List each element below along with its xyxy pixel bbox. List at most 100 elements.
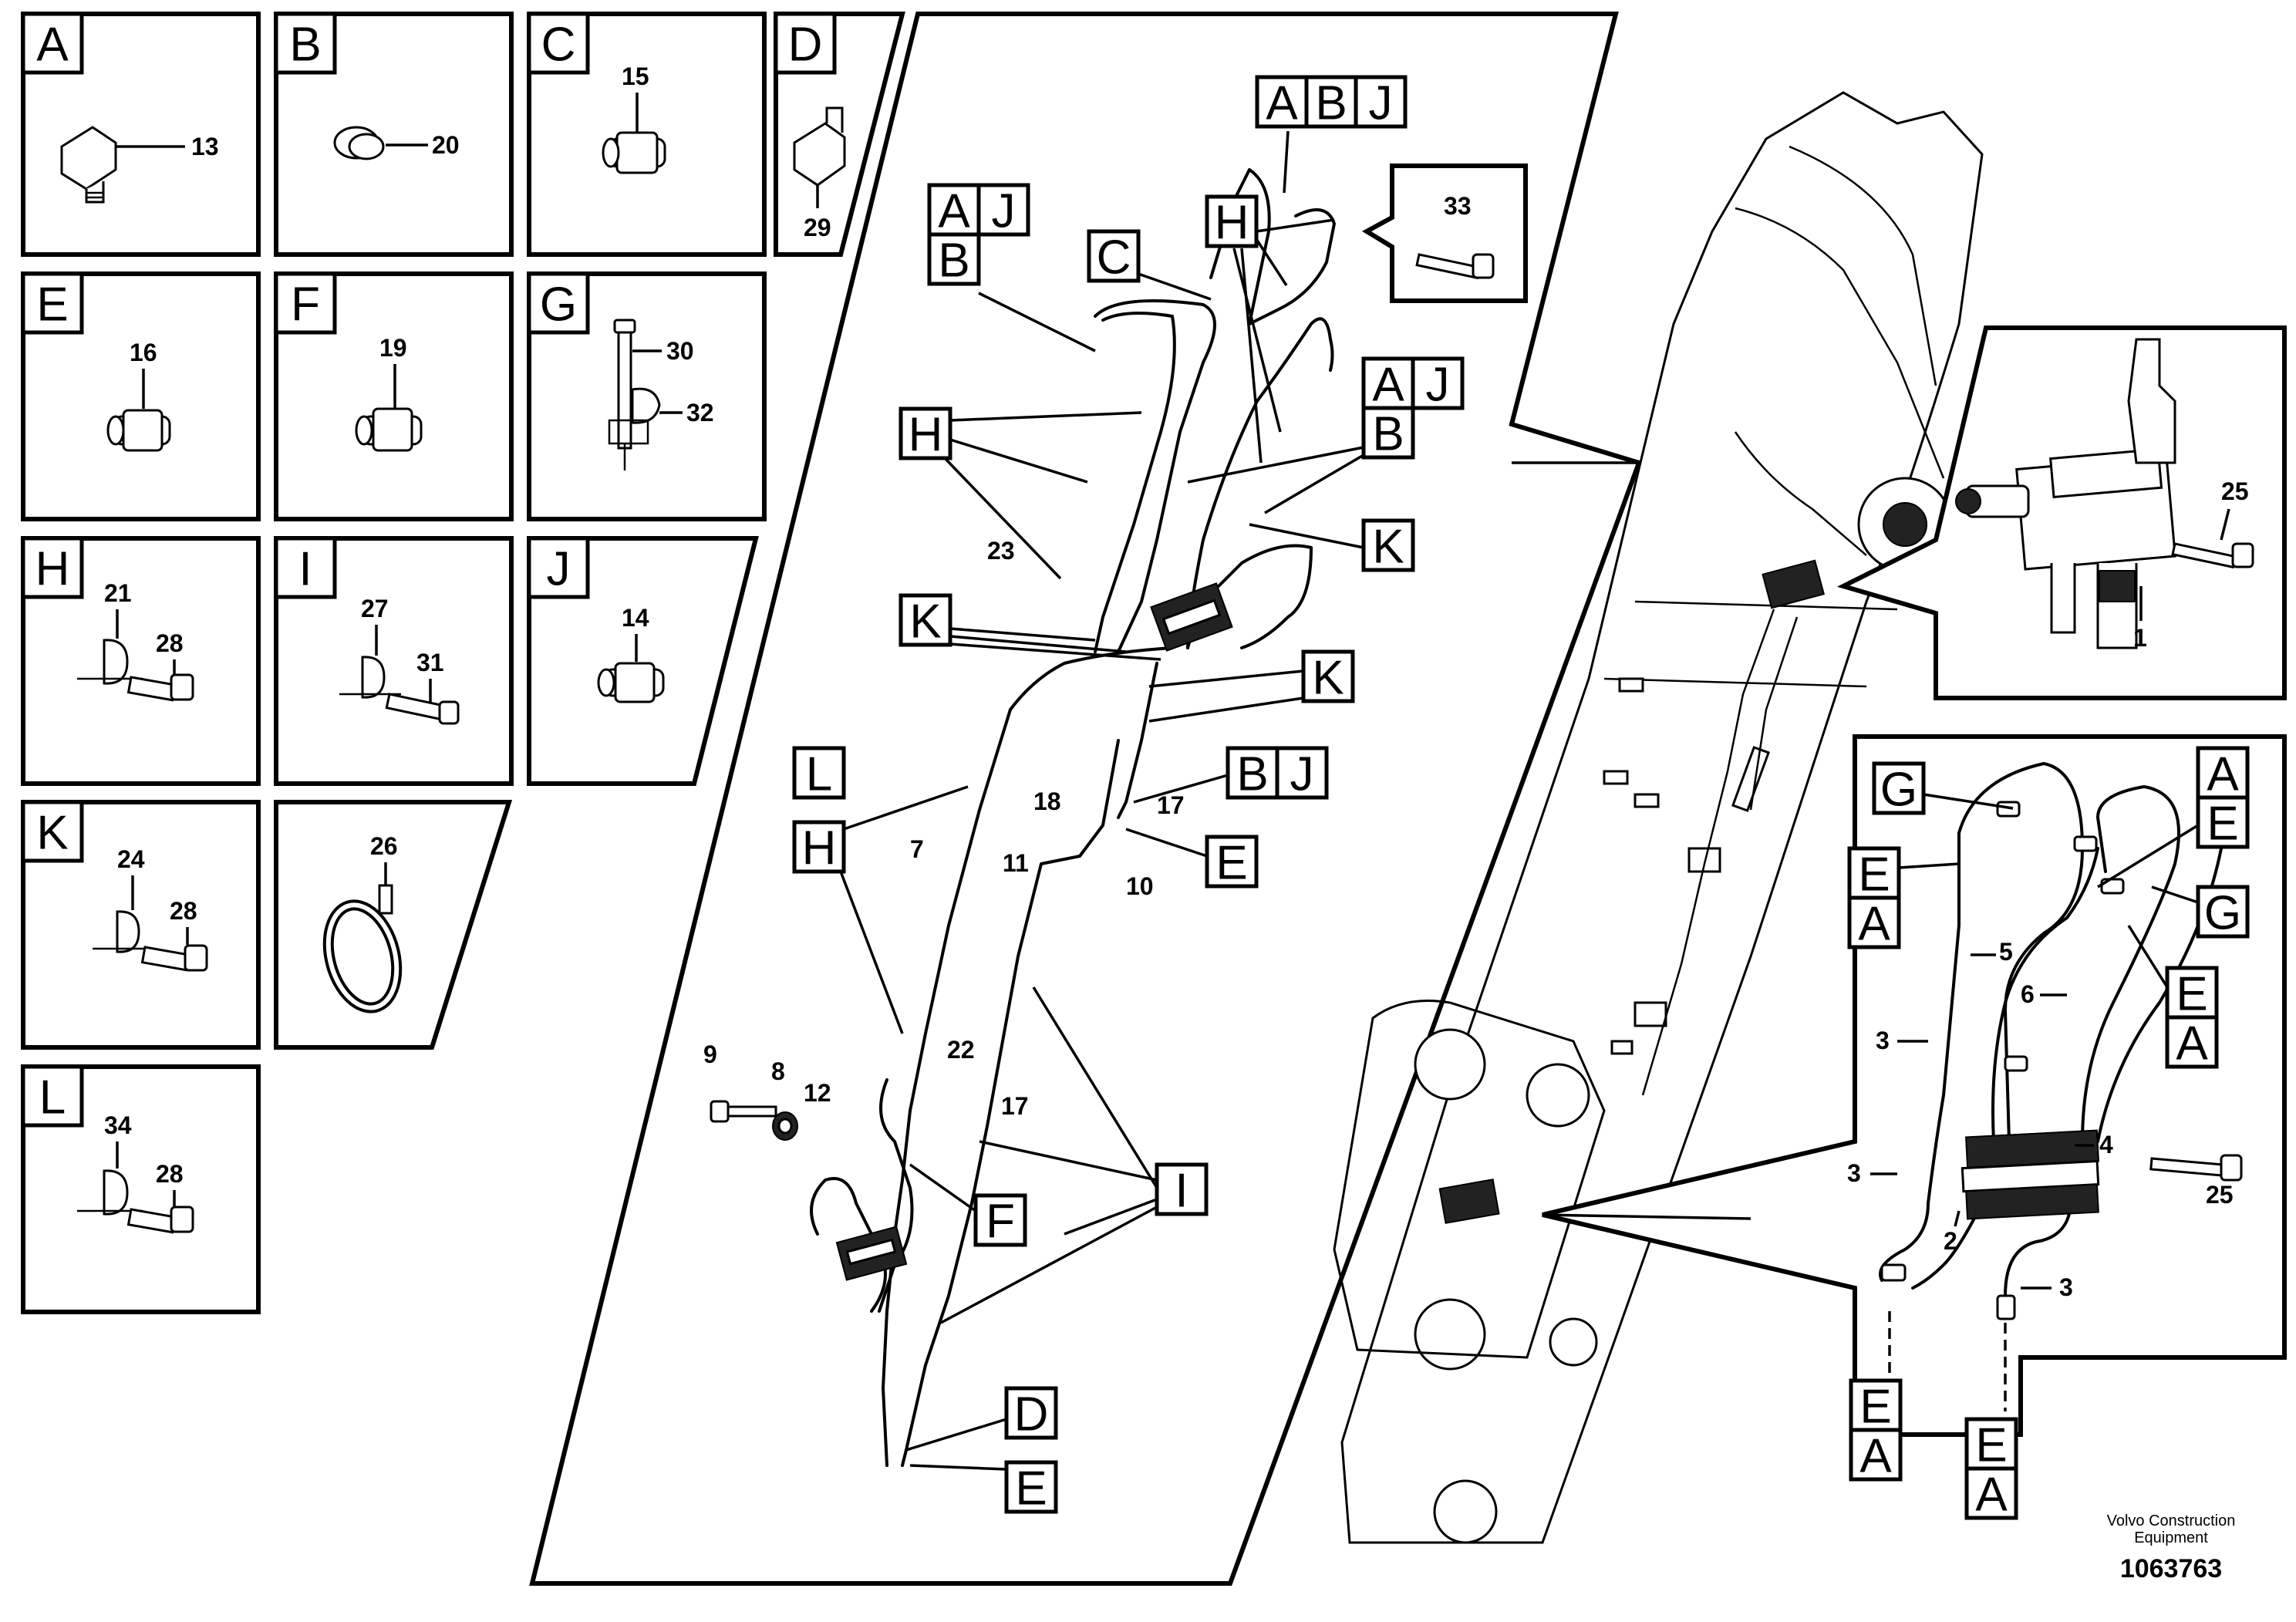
part-number-label: 10 — [1126, 872, 1154, 900]
panel-h: H 21 28 — [21, 536, 261, 786]
valve-assembly-icon — [1955, 338, 2176, 649]
part-number-label: 28 — [170, 897, 197, 925]
tag-e-low: E — [1004, 1460, 1058, 1516]
part-number-label: 31 — [416, 649, 444, 676]
part-number-label: 22 — [947, 1036, 975, 1064]
bolt-icon — [1415, 253, 1495, 280]
part-number-label: 30 — [666, 337, 694, 365]
tag-l: L — [792, 746, 846, 801]
callout-letter: B — [289, 19, 321, 72]
tag-a-left: A — [1847, 895, 1901, 951]
panel-b: B 20 — [274, 12, 514, 257]
tag-h-mid: H — [899, 406, 952, 462]
excavator-boom-icon — [1333, 91, 1984, 1544]
part-number-label: 13 — [191, 133, 219, 160]
callout-letter: A — [1266, 77, 1298, 130]
plug-icon — [333, 126, 385, 160]
part-number-label: 28 — [156, 1160, 184, 1188]
callout-letter: E — [1859, 1381, 1891, 1434]
callout-letter: J — [1369, 77, 1393, 130]
part-number-label: 11 — [1003, 849, 1029, 877]
clamp-with-bolt-icon — [77, 639, 194, 702]
panel-i: I 27 31 — [274, 536, 514, 786]
tag-h-top: H — [1205, 194, 1259, 250]
part-number-label: 28 — [156, 629, 184, 657]
callout-letter: J — [1426, 359, 1450, 412]
part-number-label: 12 — [804, 1079, 831, 1107]
callout-letter: B — [938, 234, 969, 288]
brand-line-2: Equipment — [2134, 1529, 2208, 1546]
callout-letter: L — [39, 1071, 66, 1125]
callout-letter: K — [36, 807, 68, 860]
part-number-label: 25 — [2221, 477, 2249, 505]
panel-l: L 34 28 — [21, 1064, 261, 1314]
tag-g-top: G — [1872, 761, 1926, 817]
union-fitting-icon — [355, 407, 423, 452]
part-number-label: 19 — [379, 334, 407, 362]
callout-letter: A — [1859, 1430, 1892, 1483]
callout-letter: E — [1015, 1462, 1047, 1516]
tag-k-right: K — [1361, 518, 1415, 574]
tag-i: I — [1155, 1162, 1209, 1218]
bolt-icon — [2171, 542, 2254, 569]
part-number-label: 20 — [432, 131, 460, 159]
part-number-label: 8 — [771, 1057, 785, 1085]
tag-ea-low-right: EA — [1964, 1417, 2018, 1522]
callout-letter: A — [2176, 1017, 2208, 1071]
union-fitting-icon — [602, 131, 666, 174]
part-number-label: 26 — [370, 832, 398, 860]
callout-letter: B — [1236, 748, 1268, 801]
brand-line-1: Volvo Construction — [2107, 1512, 2236, 1529]
panel-l-tag: L — [21, 1064, 84, 1128]
part-number-label: 23 — [987, 537, 1015, 565]
angle-fitting-icon — [793, 106, 846, 187]
panel-h-tag: H — [21, 536, 84, 599]
panel-k: K 24 28 — [21, 800, 261, 1050]
clamp-with-bolt-icon — [339, 656, 460, 725]
part-number-label: 17 — [1001, 1092, 1029, 1120]
valve-block-icon — [1150, 582, 1233, 652]
bolt-icon — [710, 1100, 777, 1123]
callout-letter: A — [1372, 359, 1404, 412]
callout-letter: F — [986, 1195, 1015, 1249]
part-number-label: 7 — [910, 835, 924, 863]
callout-letter: L — [806, 748, 832, 801]
panel-c-tag: C — [527, 12, 590, 75]
lower-valve-block-icon — [835, 1226, 908, 1281]
hoses-icon — [1879, 762, 2223, 1320]
panel-g-tag: G — [527, 271, 590, 335]
callout-letter: C — [541, 19, 576, 72]
callout-letter: B — [1372, 408, 1404, 461]
callout-letter: A — [1858, 898, 1890, 951]
part-number-label: 5 — [1999, 938, 2013, 966]
tag-c: C — [1087, 229, 1141, 285]
clamp-with-bolt-icon — [77, 1169, 194, 1234]
panel-e-tag: E — [21, 271, 84, 335]
callout-letter: H — [35, 543, 70, 596]
tag-h-low: H — [792, 820, 846, 875]
callout-letter: B — [1315, 77, 1347, 130]
part-number-label: 18 — [1033, 787, 1061, 815]
tag-k-mid: K — [1301, 649, 1355, 705]
angle-fitting-icon — [60, 126, 117, 204]
callout-letter: E — [36, 278, 68, 332]
callout-letter: J — [547, 543, 571, 596]
callout-letter: D — [1014, 1388, 1049, 1442]
part-number-label: 17 — [1157, 791, 1185, 819]
tag-b-mid: B — [1361, 406, 1415, 461]
panel-a: A 13 — [21, 12, 261, 257]
part-number-label: 14 — [622, 604, 649, 632]
tag-g-right: G — [2196, 885, 2250, 940]
hose-inset: G E A A E G E A 5 6 3 4 3 2 3 25 — [1542, 734, 2287, 1437]
callout-letter: J — [992, 185, 1016, 238]
part-number-label: 21 — [104, 579, 132, 607]
part-number-label: 1 — [2133, 624, 2147, 652]
callout-letter: K — [1372, 521, 1404, 574]
part-number-label: 4 — [2099, 1131, 2113, 1158]
tag-f: F — [973, 1193, 1027, 1249]
